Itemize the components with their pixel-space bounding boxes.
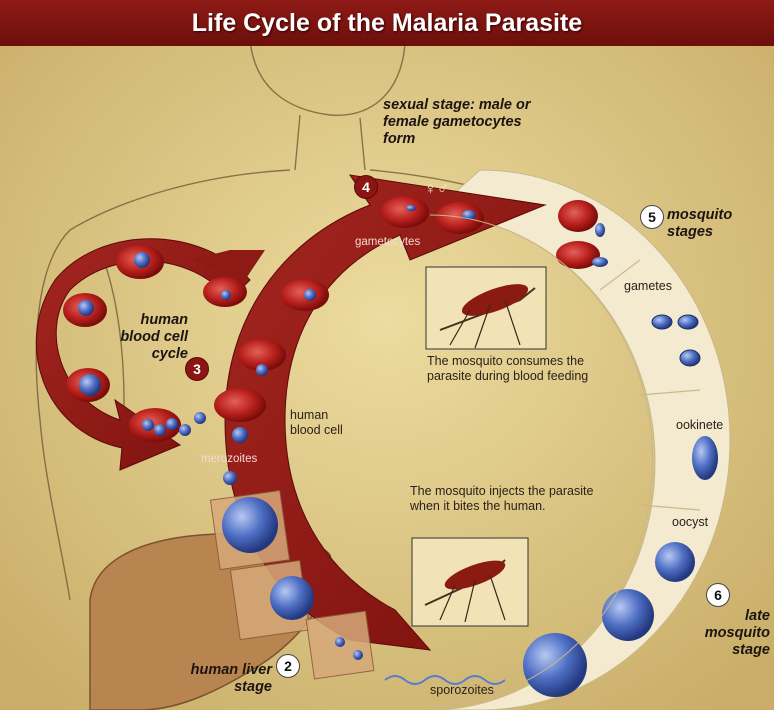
merozoites-label: merozoites [201, 453, 258, 465]
stage-number-6: 6 [706, 583, 730, 607]
human-blood-cell-label: human blood cell [290, 408, 343, 437]
mosquito-feeding-image [425, 266, 547, 350]
page-title: Life Cycle of the Malaria Parasite [191, 9, 583, 37]
blood-cycle-arrow [35, 238, 251, 471]
up-arrow-head [190, 250, 265, 280]
stage-number-4: 4 [354, 175, 378, 199]
stage-number-5: 5 [640, 205, 664, 229]
stage-4-label: sexual stage: male or female gametocytes… [383, 97, 531, 147]
oocyst-label: oocyst [672, 515, 709, 529]
ookinete-label: ookinete [676, 418, 724, 432]
stage-2-label: human liver stage [190, 662, 272, 695]
gametes [651, 314, 701, 367]
male-female-symbols: ♀♂ [424, 179, 450, 198]
stage-number-3: 3 [185, 357, 209, 381]
mosquito-stage-ring [428, 169, 731, 710]
sporozoites-squiggle [384, 675, 506, 685]
sporozoites-label: sporozoites [430, 683, 494, 697]
stage-3-label: human blood cell cycle [120, 312, 188, 362]
mosquito-biting-image [411, 537, 529, 627]
stage-number-2: 2 [276, 654, 300, 678]
consumes-caption: The mosquito consumes the parasite durin… [427, 354, 589, 383]
stage-6-label: late mosquito stage [704, 608, 770, 658]
title-banner: Life Cycle of the Malaria Parasite [0, 0, 774, 46]
stage-5-label: mosquito stages [667, 207, 733, 240]
gametes-label: gametes [624, 279, 672, 293]
gametocytes-label: gametocytes [355, 236, 421, 248]
injects-caption: The mosquito injects the parasite when i… [410, 484, 594, 513]
